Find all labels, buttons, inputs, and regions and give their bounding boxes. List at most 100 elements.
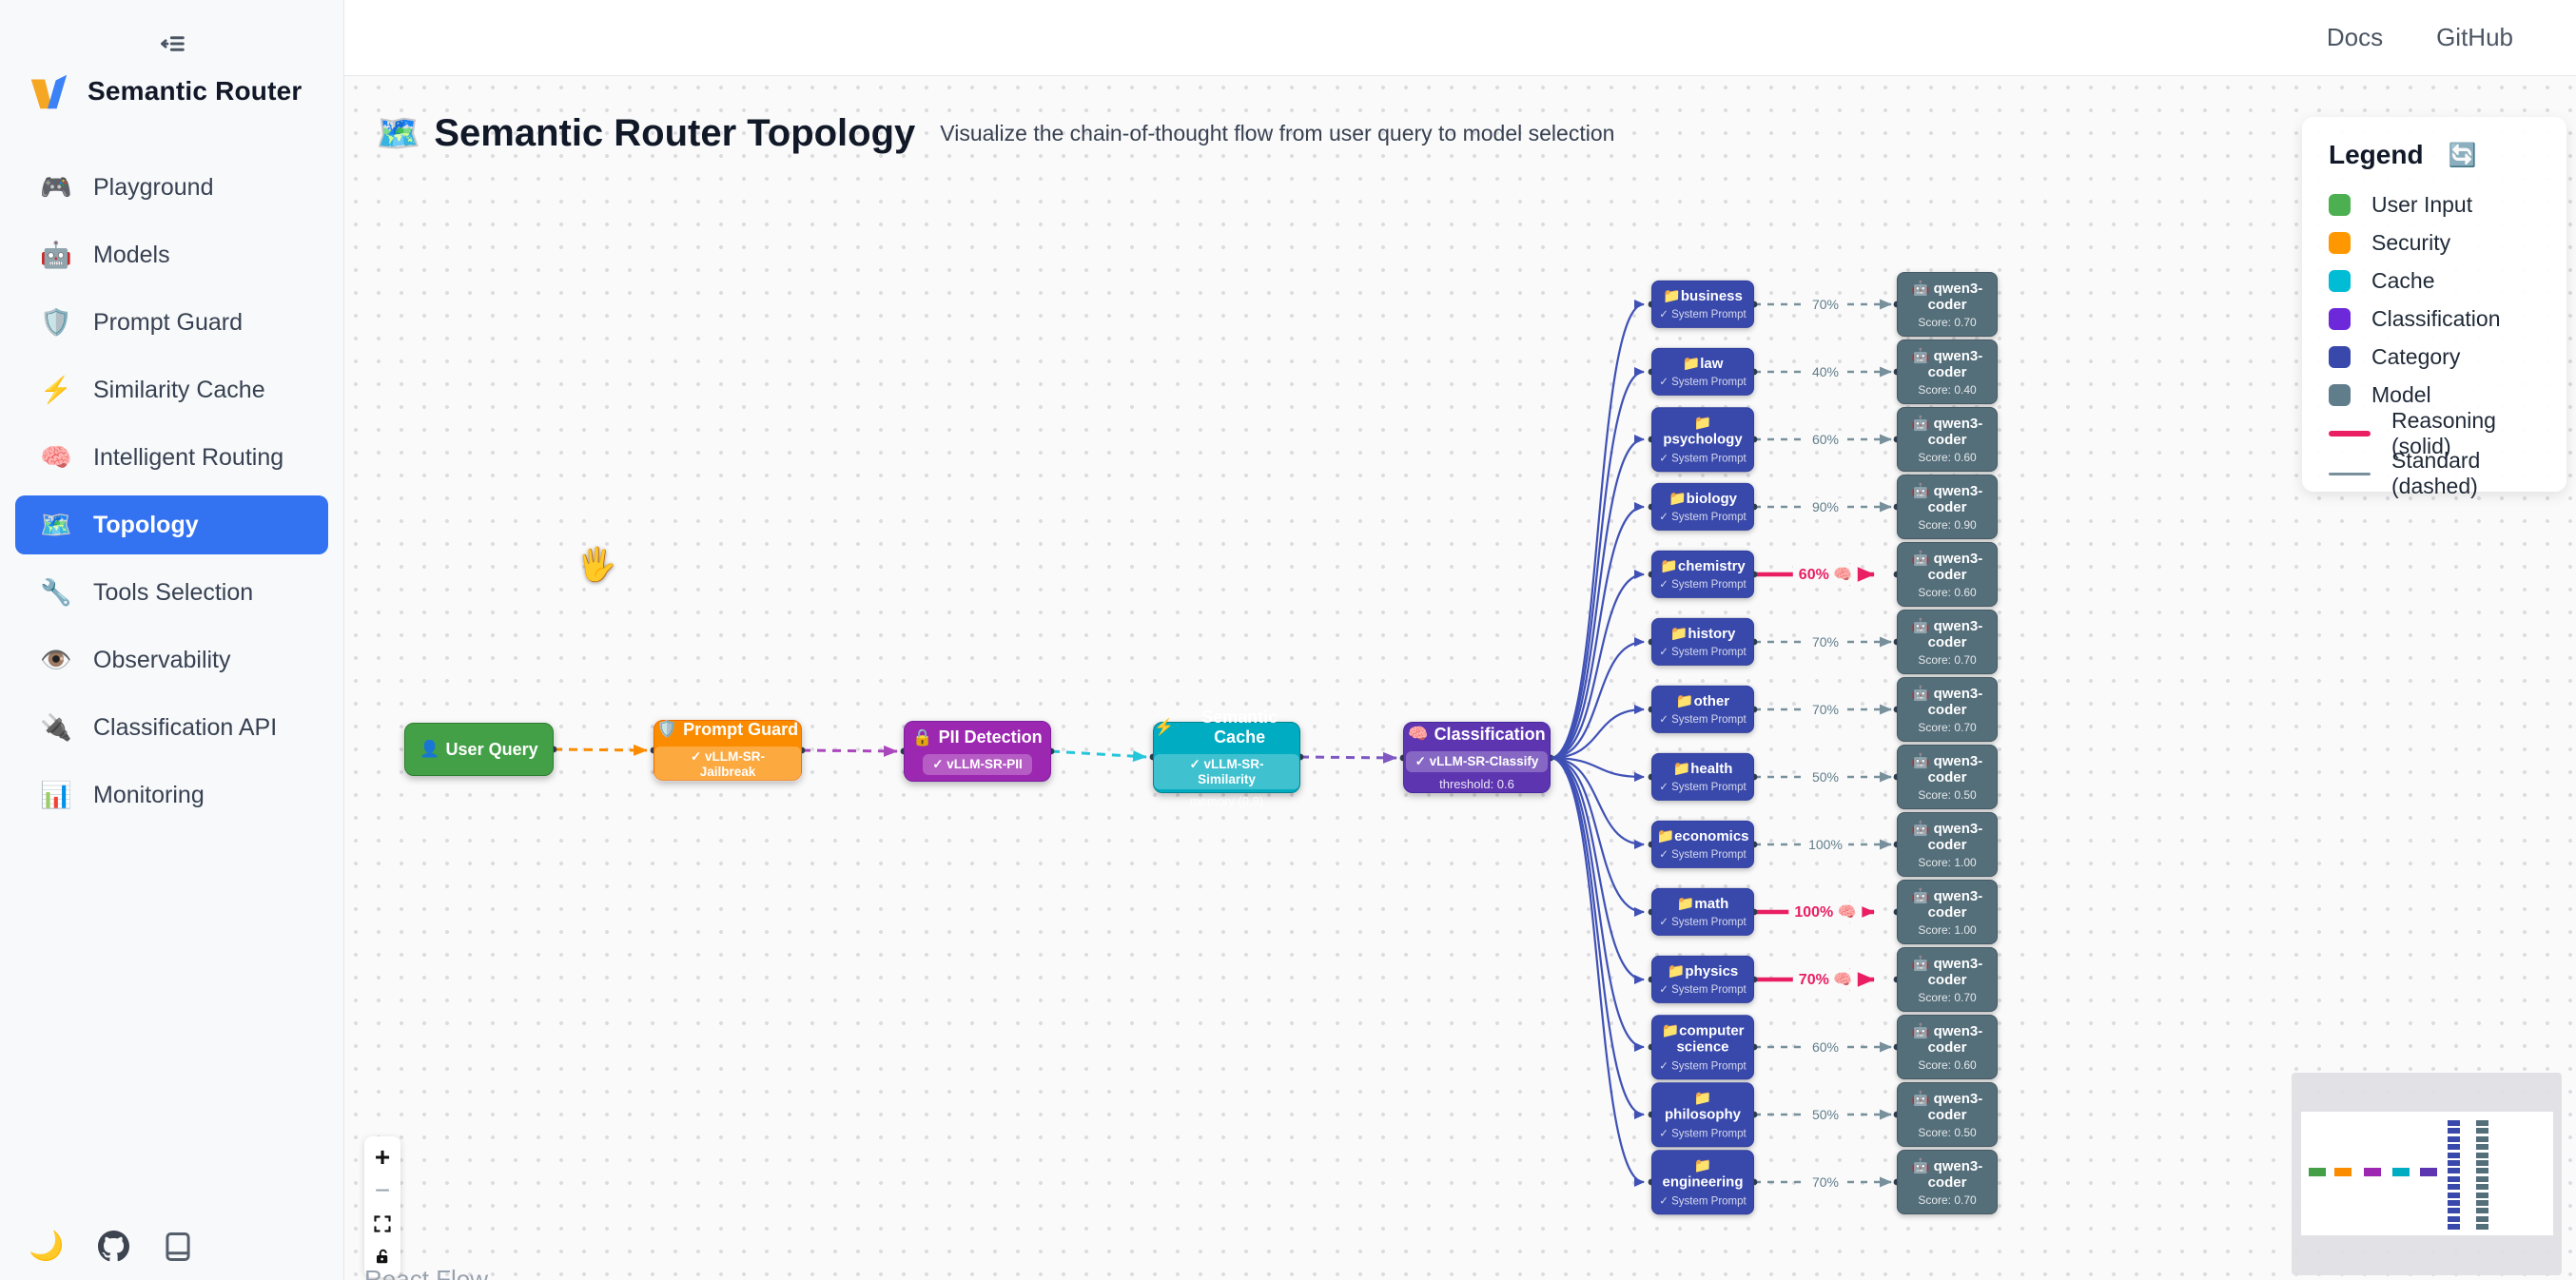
react-flow-attribution: React Flow [364,1265,489,1280]
robot-icon: 🤖 [1911,416,1934,432]
theme-toggle-moon-icon[interactable]: 🌙 [29,1231,65,1262]
sidebar-item-topology[interactable]: 🗺️Topology [15,495,328,554]
flow-canvas[interactable]: 🗺️ Semantic Router Topology Visualize th… [344,76,2576,1280]
node-user-query[interactable]: 👤User Query [404,723,554,776]
legend-item-label: Model [2371,381,2431,407]
category-node-philosophy[interactable]: 📁philosophy✓ System Prompt [1651,1082,1754,1147]
minimap-node [2476,1224,2488,1231]
sidebar-item-intelligent-routing[interactable]: 🧠Intelligent Routing [15,428,328,487]
model-label: 🤖 qwen3-coder [1911,956,1983,988]
edge-percent-label: 60% [1805,1038,1845,1056]
node-classification[interactable]: 🧠Classification ✓ vLLM-SR-Classify thres… [1403,722,1551,793]
sidebar-item-observability[interactable]: 👁️Observability [15,630,328,689]
minimap-node [2476,1215,2488,1222]
model-label: 🤖 qwen3-coder [1911,1158,1983,1191]
minimap-node [2448,1135,2460,1142]
node-prompt-guard[interactable]: 🛡️Prompt Guard ✓ vLLM-SR-Jailbreak [654,720,802,782]
sidebar-item-playground[interactable]: 🎮Playground [15,158,328,217]
category-node-chemistry[interactable]: 📁chemistry✓ System Prompt [1651,550,1754,599]
category-node-history[interactable]: 📁history✓ System Prompt [1651,617,1754,667]
category-system-prompt: ✓ System Prompt [1659,1127,1747,1139]
minimap-node [2476,1120,2488,1126]
folder-icon: 📁 [1682,355,1701,372]
minimap-node [2309,1168,2326,1176]
category-node-business[interactable]: 📁business✓ System Prompt [1651,280,1754,329]
sidebar-item-prompt-guard[interactable]: 🛡️Prompt Guard [15,293,328,352]
folder-icon: 📁 [1661,1022,1680,1039]
models-icon: 🤖 [40,241,72,269]
sidebar-item-models[interactable]: 🤖Models [15,225,328,284]
zoom-out-button[interactable]: − [374,1174,391,1205]
category-node-economics[interactable]: 📁economics✓ System Prompt [1651,820,1754,869]
sidebar-collapse-button[interactable] [146,23,199,65]
legend-item-user-input: User Input [2329,185,2540,223]
robot-icon: 🤖 [1911,888,1934,904]
edge-percent-label: 70% [1805,701,1845,718]
legend-line-item: Standard (dashed) [2329,448,2540,498]
category-node-psychology[interactable]: 📁psychology✓ System Prompt [1651,407,1754,472]
sidebar-item-classification-api[interactable]: 🔌Classification API [15,698,328,757]
sidebar-footer: 🌙 [29,1230,192,1263]
model-label: 🤖 qwen3-coder [1911,348,1983,380]
edge-percent-label: 60% 🧠 [1792,564,1859,585]
refresh-icon[interactable]: 🔄 [2448,142,2477,168]
folder-icon: 📁 [1693,1090,1712,1107]
docs-book-icon[interactable] [164,1232,192,1262]
legend-item-classification: Classification [2329,300,2540,338]
minimap[interactable] [2292,1073,2562,1275]
lock-button[interactable] [364,1240,400,1273]
page-header: 🗺️ Semantic Router Topology Visualize th… [376,112,1614,155]
model-score: Score: 0.70 [1918,1193,1977,1207]
category-label: 📁math [1676,895,1729,912]
category-system-prompt: ✓ System Prompt [1659,452,1747,464]
sidebar-item-tools-selection[interactable]: 🔧Tools Selection [15,563,328,622]
minimap-node [2364,1168,2381,1176]
category-system-prompt: ✓ System Prompt [1659,1059,1747,1072]
model-label: 🤖 qwen3-coder [1911,686,1983,718]
github-icon[interactable] [98,1231,130,1262]
category-node-math[interactable]: 📁math✓ System Prompt [1651,887,1754,937]
sidebar-item-monitoring[interactable]: 📊Monitoring [15,766,328,824]
category-node-computer-science[interactable]: 📁computer science✓ System Prompt [1651,1015,1754,1079]
node-pii-detection[interactable]: 🔒PII Detection ✓ vLLM-SR-PII [904,721,1051,782]
category-node-biology[interactable]: 📁biology✓ System Prompt [1651,482,1754,532]
category-node-law[interactable]: 📁law✓ System Prompt [1651,347,1754,397]
lightning-icon: ⚡ [1154,717,1175,736]
minimap-node [2476,1168,2488,1174]
folder-icon: 📁 [1667,962,1686,979]
docs-link[interactable]: Docs [2326,23,2384,51]
brand[interactable]: Semantic Router [25,68,302,114]
fit-view-button[interactable] [364,1207,400,1240]
category-label: 📁physics [1667,962,1739,979]
fit-view-icon [374,1214,391,1232]
minimap-node [2448,1128,2460,1135]
lock-icon: 🔒 [912,727,933,747]
category-node-engineering[interactable]: 📁engineering✓ System Prompt [1651,1150,1754,1214]
category-node-health[interactable]: 📁health✓ System Prompt [1651,752,1754,802]
minimap-node [2448,1184,2460,1191]
node-semantic-cache[interactable]: ⚡Semantic Cache ✓ vLLM-SR-Similarity mem… [1153,708,1300,808]
category-node-physics[interactable]: 📁physics✓ System Prompt [1651,955,1754,1004]
model-badge: ✓ vLLM-SR-Similarity [1154,753,1299,789]
sidebar-item-similarity-cache[interactable]: ⚡Similarity Cache [15,360,328,419]
model-score: Score: 0.90 [1918,518,1977,532]
topology-icon: 🗺️ [40,511,72,539]
intelligent-routing-icon: 🧠 [40,443,72,472]
zoom-in-button[interactable]: + [374,1141,391,1172]
github-link[interactable]: GitHub [2436,23,2513,51]
category-node-other[interactable]: 📁other✓ System Prompt [1651,685,1754,734]
